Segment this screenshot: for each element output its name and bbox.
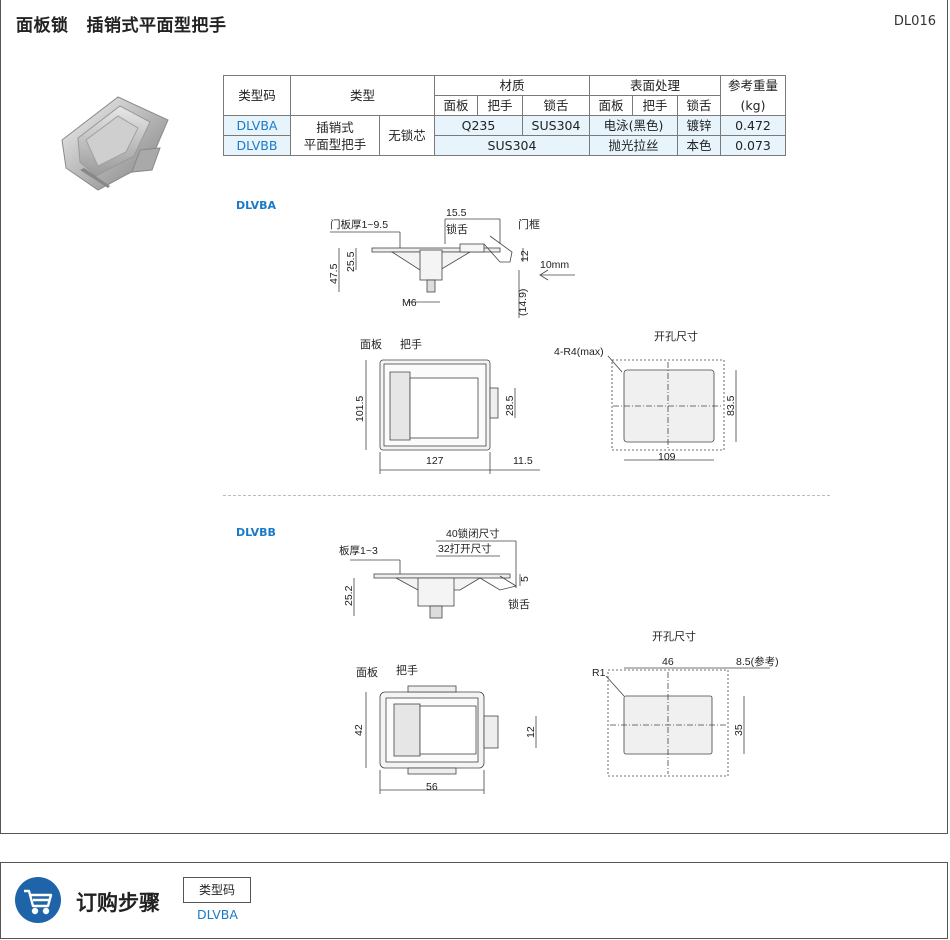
section-divider	[223, 495, 830, 496]
col-weight: 参考重量	[720, 75, 786, 96]
mat-cell: SUS304	[434, 135, 590, 156]
col-mat-tongue: 锁舌	[522, 95, 590, 116]
surf-cell: 本色	[677, 135, 721, 156]
col-weight-unit: (kg)	[720, 95, 786, 116]
mat-cell: Q235	[434, 115, 523, 136]
col-surface: 表面处理	[589, 75, 721, 96]
type-code-box: 类型码	[183, 877, 251, 903]
weight-cell: 0.472	[720, 115, 786, 136]
type-code-value: DLVBA	[197, 907, 238, 922]
row-code: DLVBB	[223, 135, 291, 156]
col-typecode: 类型码	[223, 75, 291, 116]
col-surf-panel: 面板	[589, 95, 633, 116]
table-row: DLVBB SUS304 抛光拉丝 本色 0.073	[223, 135, 786, 156]
mat-cell: SUS304	[522, 115, 590, 136]
col-mat-panel: 面板	[434, 95, 478, 116]
drawing-label-b: DLVBB	[236, 526, 276, 539]
subtype-cell: 无锁芯	[379, 115, 435, 156]
weight-cell: 0.073	[720, 135, 786, 156]
page-title: 面板锁插销式平面型把手	[16, 16, 227, 36]
order-title: 订购步骤	[76, 891, 160, 915]
order-steps-panel: 订购步骤 类型码 DLVBA	[0, 862, 948, 939]
col-type: 类型	[290, 75, 435, 116]
drawing-label-a: DLVBA	[236, 199, 277, 212]
surf-cell: 电泳(黑色)	[589, 115, 678, 136]
spec-table: 类型码 类型 材质 表面处理 参考重量 面板 把手 锁舌 面板 把手 锁舌 (k…	[223, 75, 786, 156]
table-row: DLVBA 插销式平面型把手 无锁芯 Q235 SUS304 电泳(黑色) 镀锌…	[223, 115, 786, 156]
cart-icon	[15, 877, 61, 923]
surf-cell: 镀锌	[677, 115, 721, 136]
col-surf-tongue: 锁舌	[677, 95, 721, 116]
type-cell: 插销式平面型把手	[290, 115, 380, 156]
col-surf-handle: 把手	[632, 95, 678, 116]
row-code: DLVBA	[223, 115, 291, 136]
surf-cell: 抛光拉丝	[589, 135, 678, 156]
page-code: DL016	[893, 14, 936, 29]
col-mat-handle: 把手	[477, 95, 523, 116]
catalog-frame	[0, 0, 948, 834]
col-material: 材质	[434, 75, 590, 96]
